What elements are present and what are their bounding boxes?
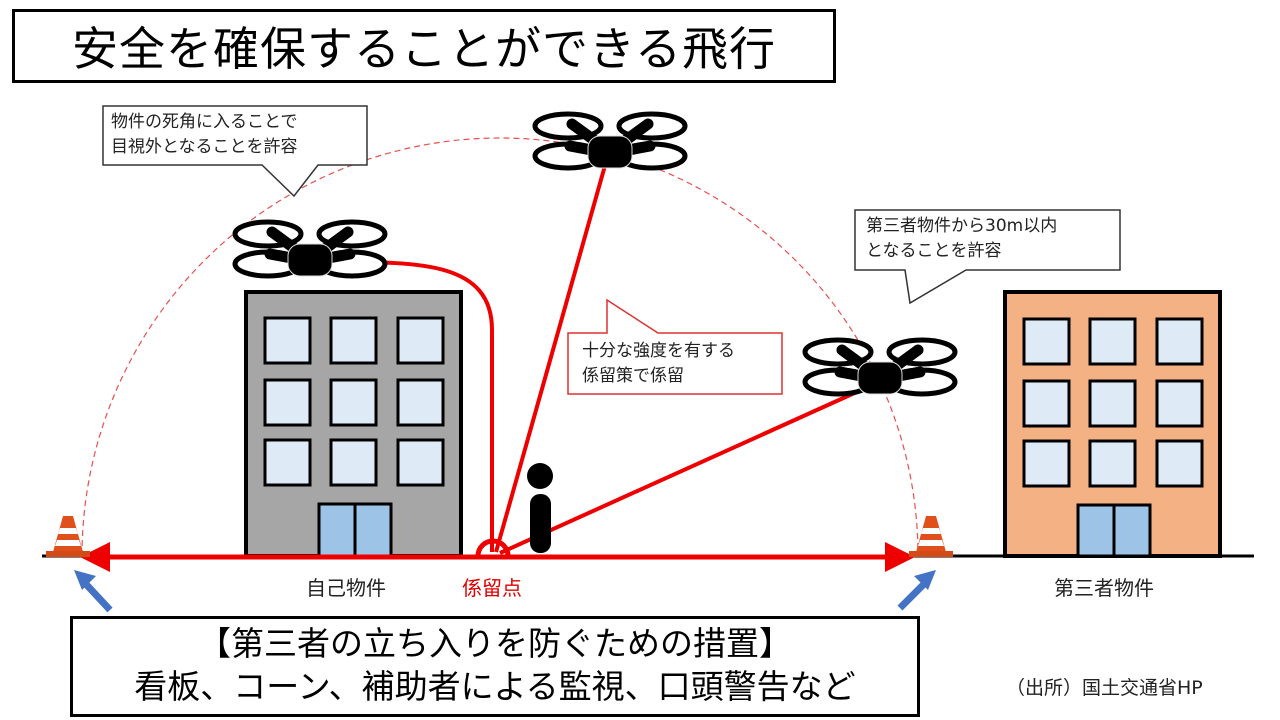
page-title: 安全を確保することができる飛行	[71, 22, 777, 76]
building-window	[1022, 439, 1071, 488]
building-window	[1088, 379, 1137, 428]
own-property-label: 自己物件	[306, 576, 386, 600]
callout-blind-spot-shape	[102, 105, 368, 198]
arrow-icon-left	[74, 570, 113, 613]
arrow-icon-right	[897, 570, 936, 611]
building-window	[396, 378, 445, 427]
building-window	[329, 378, 378, 427]
callout-tether-line2: 係留策で係留	[582, 366, 684, 386]
person-icon	[527, 463, 553, 553]
building-window	[396, 438, 445, 487]
measures-heading: 【第三者の立ち入りを防ぐための措置】	[198, 624, 792, 663]
building-window	[263, 316, 312, 365]
title-box: 安全を確保することができる飛行	[12, 9, 836, 83]
callout-third-party-shape	[854, 209, 1121, 305]
own-building	[244, 290, 463, 558]
callout-blind-spot-line1: 物件の死角に入ることで	[111, 112, 298, 132]
callout-third-party: 第三者物件から30m以内 となることを許容	[866, 214, 1057, 264]
callout-blind-spot-line2: 目視外となることを許容	[111, 137, 298, 157]
building-window	[329, 438, 378, 487]
measures-detail: 看板、コーン、補助者による監視、口頭警告など	[134, 667, 856, 706]
tether-point-label: 係留点	[462, 576, 522, 600]
building-window	[329, 316, 378, 365]
traffic-cone-icon-right	[909, 516, 953, 557]
tether-point-marker	[475, 538, 511, 557]
measures-box: 【第三者の立ち入りを防ぐための措置】 看板、コーン、補助者による監視、口頭警告な…	[70, 616, 920, 717]
callout-tether: 十分な強度を有する 係留策で係留	[582, 339, 735, 389]
building-window	[1155, 317, 1204, 366]
callout-tether-line1: 十分な強度を有する	[582, 341, 735, 361]
flight-range-arc	[81, 137, 919, 557]
drone-icon-blind-spot	[235, 222, 385, 276]
building-window	[1022, 379, 1071, 428]
drone-icon-third-party	[805, 340, 955, 394]
building-window	[263, 438, 312, 487]
callout-tether-shape	[567, 298, 783, 395]
building-window	[396, 316, 445, 365]
third-party-building	[1003, 290, 1222, 558]
callout-third-party-line1: 第三者物件から30m以内	[866, 216, 1058, 236]
range-double-arrow	[80, 542, 915, 572]
third-party-property-label: 第三者物件	[1054, 576, 1154, 600]
drone-icon-top	[535, 114, 685, 168]
callout-third-party-line2: となることを許容	[866, 241, 1002, 261]
building-window	[1155, 379, 1204, 428]
building-window	[1088, 439, 1137, 488]
callout-blind-spot: 物件の死角に入ることで 目視外となることを許容	[111, 110, 298, 160]
building-window	[1155, 439, 1204, 488]
building-window	[1022, 317, 1071, 366]
source-note: （出所）国土交通省HP	[1006, 677, 1203, 699]
building-window	[263, 378, 312, 427]
building-window	[1088, 317, 1137, 366]
